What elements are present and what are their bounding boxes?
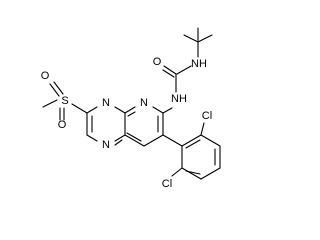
atom-label-ring-n1: N [102,97,110,109]
atom-label-carbonyl-o: O [153,56,162,68]
atom-label-ring-n3: N [102,139,110,151]
atom-label-sulfonyl-s: S [61,95,68,107]
chemical-structure-diagram: NH O NH O S O N N N Cl Cl [41,27,221,190]
atom-label-sulfonyl-o-left: O [41,70,50,82]
atom-labels: NH O NH O S O N N N Cl Cl [41,56,212,190]
atom-label-sulfonyl-o-bottom: O [58,119,67,131]
atom-label-cl-top: Cl [202,110,212,122]
atom-label-nh-tbu: NH [191,58,207,70]
atom-label-nh-link: NH [171,93,187,105]
atom-label-ring-n8: N [140,97,148,109]
atom-label-cl-bottom: Cl [162,178,172,190]
bond-lines [42,27,221,180]
